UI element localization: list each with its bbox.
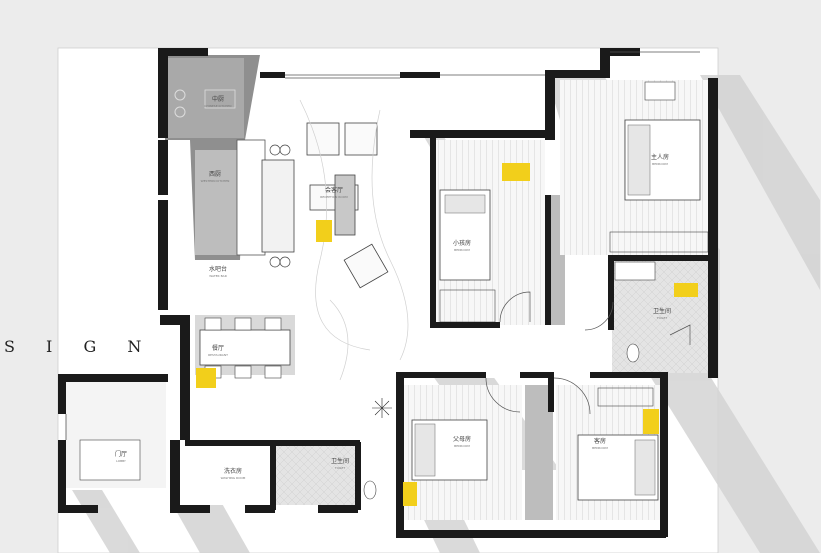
master-bedroom [560,80,710,255]
marble-veins [299,99,409,381]
kitchen-zone [165,55,266,260]
room-sub-foyer: LOBBY [116,459,126,463]
room-label-guest-bedroom: 客房 [594,437,606,445]
windows [65,51,700,440]
service-zone [66,382,377,505]
room-sub-parents-bedroom: BEDROOM [454,444,470,448]
room-label-water-bar: 水吧台 [209,265,227,273]
room-label-reception: 会客厅 [325,186,343,194]
room-sub-guest-toilet: TOILET [334,466,346,470]
room-sub-master-bedroom: BEDROOM [652,162,668,166]
room-sub-master-toilet: TOILET [656,316,668,320]
room-sub-kitchen: CHINESE KITCHEN [204,104,231,108]
doors [485,291,691,415]
island-counter [261,144,295,268]
accent-markers [196,163,698,506]
room-sub-laundry: WASHING ROOM [221,476,246,480]
room-label-small-bedroom: 小孩房 [453,239,471,247]
room-sub-small-bedroom: BEDROOM [454,248,470,252]
room-label-parents-bedroom: 父母房 [453,435,471,443]
room-sub-western-kitchen: WESTERN KITCHEN [201,179,230,183]
guest-bedroom [556,385,662,520]
master-bathroom [612,258,710,373]
room-label-master-bedroom: 主人房 [651,153,669,161]
entrance-symbol [372,398,392,418]
room-label-western-kitchen: 西厨 [209,171,221,178]
room-label-master-toilet: 卫生间 [653,307,671,315]
room-sub-water-bar: WATER BAR [209,274,227,278]
room-label-foyer: 门厅 [115,450,127,458]
room-label-dining: 餐厅 [212,344,224,352]
room-label-kitchen: 中厨 [212,95,224,103]
living-furniture [306,122,389,289]
dining-set [195,315,295,379]
walls [58,48,718,538]
room-sub-dining: RESTAURANT [208,353,228,357]
parents-bedroom [402,385,553,520]
room-sub-guest-bedroom: BEDROOM [592,446,608,450]
room-label-guest-toilet: 卫生间 [331,457,349,465]
room-sub-reception: RECEPTION ROOM [320,195,348,199]
side-design-label: S I G N [4,337,154,356]
room-label-laundry: 洗衣房 [224,467,242,475]
